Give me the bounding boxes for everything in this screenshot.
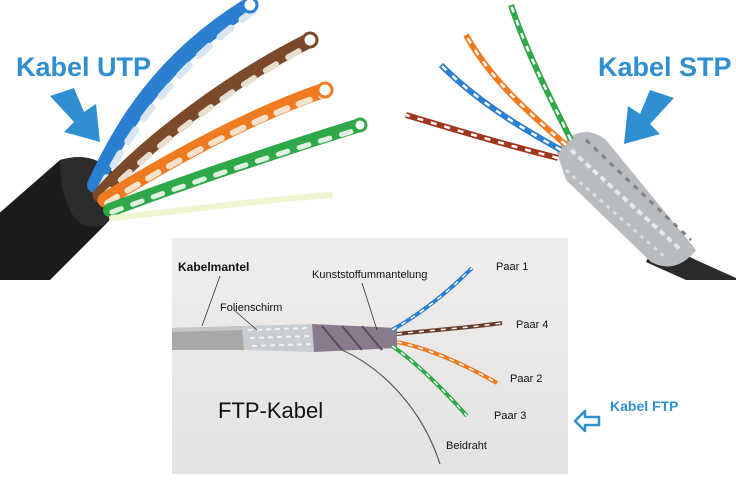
stp-cable-photo bbox=[396, 0, 736, 280]
label-beidraht: Beidraht bbox=[446, 440, 487, 452]
arrow-left-outline-icon bbox=[573, 409, 601, 433]
label-folienschirm: Folienschirm bbox=[220, 302, 283, 314]
ftp-title: FTP-Kabel bbox=[218, 398, 324, 423]
label-kunststoffummantelung: Kunststoffummantelung bbox=[312, 269, 428, 281]
label-kabelmantel: Kabelmantel bbox=[178, 260, 250, 274]
ftp-cable-illustration bbox=[172, 266, 503, 465]
arrow-down-right-icon bbox=[50, 88, 100, 142]
label-kabel-ftp: Kabel FTP bbox=[610, 398, 679, 414]
label-paar-3: Paar 3 bbox=[494, 410, 527, 422]
stp-cable-illustration bbox=[405, 4, 736, 280]
ftp-cable-photo: Kabelmantel Folienschirm Kunststoffumman… bbox=[172, 238, 568, 474]
arrow-down-left-icon bbox=[624, 90, 674, 144]
utp-cable-photo bbox=[0, 0, 370, 280]
utp-cable-illustration bbox=[0, 0, 368, 280]
label-paar-4: Paar 4 bbox=[516, 319, 549, 331]
label-paar-1: Paar 1 bbox=[496, 261, 529, 273]
label-kabel-stp: Kabel STP bbox=[598, 52, 732, 82]
label-kabel-utp: Kabel UTP bbox=[16, 52, 152, 82]
label-paar-2: Paar 2 bbox=[510, 373, 543, 385]
